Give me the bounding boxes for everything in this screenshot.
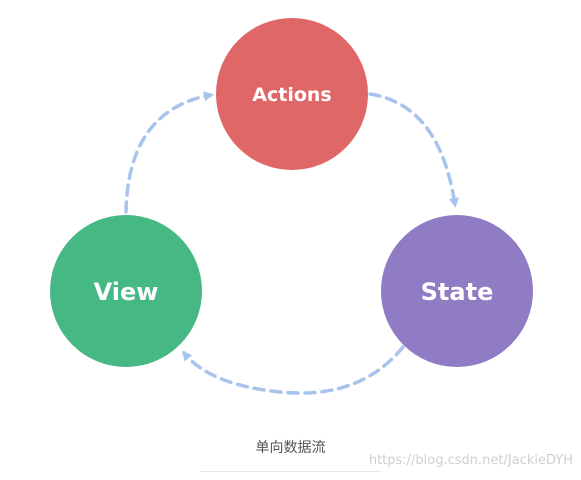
state-node: State — [381, 215, 533, 367]
diagram-caption: 单向数据流 — [255, 440, 326, 456]
actions-label: Actions — [252, 84, 331, 106]
state-label: State — [421, 278, 494, 306]
edge-actions-to-state — [368, 92, 459, 208]
view-node: View — [50, 215, 202, 367]
edge-state-to-view — [182, 345, 405, 395]
view-label: View — [94, 278, 159, 306]
watermark-text: https://blog.csdn.net/JackieDYH — [368, 453, 573, 468]
view-circle — [50, 215, 202, 367]
state-circle — [381, 215, 533, 367]
actions-node: Actions — [216, 18, 368, 170]
edge-view-to-actions — [124, 91, 214, 214]
actions-circle — [216, 18, 368, 170]
caption-divider — [200, 471, 382, 472]
